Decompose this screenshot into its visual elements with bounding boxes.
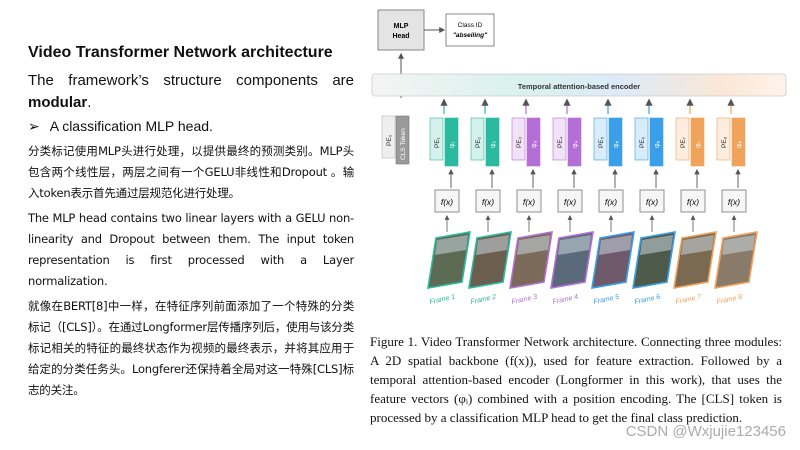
pe-1-label: PE₁ [434, 136, 441, 148]
phi-8-label: φ₈ [736, 140, 743, 148]
phi-6-box [649, 117, 664, 167]
frame-2-label: Frame 2 [470, 294, 497, 306]
pe-6-box [634, 117, 649, 161]
phi-5-box [608, 117, 623, 167]
pe-8-label: PE₈ [721, 136, 728, 148]
fx-2-label: f(x) [482, 197, 494, 207]
phi-1-label: φ₁ [449, 140, 456, 148]
intro-paragraph: The framework’s structure components are… [28, 70, 354, 114]
phi-8-box [731, 117, 746, 167]
arrow-bullet-icon: ➢ [28, 118, 40, 134]
mlp-head-box [377, 9, 425, 51]
class-id-box [445, 13, 495, 47]
intro-text-pre: The framework’s structure components are [28, 72, 354, 89]
pe-7-box [675, 117, 690, 161]
watermark-text: CSDN @Wxjujie123456 [625, 423, 786, 440]
pe-2-box [470, 117, 485, 161]
section-title: Video Transformer Network architecture [28, 44, 333, 61]
pe-8-box [716, 117, 731, 161]
fx-6-label: f(x) [646, 197, 658, 207]
frame-5-sky [599, 235, 632, 255]
mlp-head-label-2: Head [392, 33, 409, 40]
frame-7-label: Frame 7 [675, 293, 703, 305]
bullet-item: ➢ A classification MLP head. [28, 118, 354, 135]
phi-2-box [485, 117, 500, 167]
fx-3-box [516, 189, 542, 213]
frame-8-sky [722, 235, 755, 255]
frame-3-sky [517, 235, 550, 255]
intro-bold-word: modular [28, 94, 88, 111]
pe-7-label: PE₇ [680, 137, 687, 148]
phi-7-box [690, 117, 705, 167]
phi-1-box [444, 117, 459, 167]
pe-4-label: PE₄ [557, 136, 564, 148]
class-id-label-2: "abseiling" [453, 32, 488, 39]
pe-3-box [511, 117, 526, 161]
paragraph-chinese-1: 分类标记使用MLP头进行处理，以提供最终的预测类别。MLP头包含两个线性层，两层… [28, 144, 354, 200]
fx-4-box [557, 189, 583, 213]
fx-3-label: f(x) [523, 197, 535, 207]
phi-5-label: φ₅ [613, 140, 620, 148]
pe-5-box [593, 117, 608, 161]
cls-token-label: CLS Token [400, 128, 407, 160]
cls-pe-label: PE₀ [386, 134, 393, 146]
pe-1-box [429, 117, 444, 161]
phi-3-label: φ₃ [531, 140, 538, 148]
temporal-encoder-label: Temporal attention-based encoder [518, 82, 640, 91]
cls-pe-box [381, 115, 396, 159]
phi-6-label: φ₆ [654, 140, 661, 148]
intro-text-post: . [87, 94, 92, 111]
fx-8-label: f(x) [728, 197, 740, 207]
class-id-label-1: Class ID [458, 22, 483, 29]
fx-4-label: f(x) [564, 197, 576, 207]
temporal-encoder-bar [371, 73, 787, 97]
architecture-figure: MLP Head Class ID "abseiling" Temporal a… [371, 9, 787, 306]
paragraph-english: The MLP head contains two linear layers … [28, 211, 354, 288]
figure-caption: Figure 1. Video Transformer Network arch… [370, 334, 782, 425]
frame-3-label: Frame 3 [511, 294, 538, 306]
paragraph-chinese-2: 就像在BERT[8]中一样，在特征序列前面添加了一个特殊的分类标记（[CLS]）… [28, 299, 354, 397]
token-columns: PE₁ φ₁ f(x) Frame 1 PE₂ φ₂ f(x) Frame 2 PE₃ φ₃ f(x… [427, 98, 758, 306]
fx-5-box [598, 189, 624, 213]
frame-1-sky [435, 235, 468, 255]
fx-5-label: f(x) [605, 197, 617, 207]
fx-6-box [639, 189, 665, 213]
fx-7-label: f(x) [687, 197, 699, 207]
fx-8-box [721, 189, 747, 213]
pe-4-box [552, 117, 567, 161]
pe-3-label: PE₃ [516, 136, 523, 148]
pe-6-label: PE₆ [639, 136, 646, 148]
cls-token-box [395, 115, 410, 165]
frame-1-label: Frame 1 [429, 294, 456, 306]
fx-1-box [434, 189, 460, 213]
frame-4-sky [558, 235, 591, 255]
text-column: Video Transformer Network architecture T… [28, 44, 354, 405]
pe-5-label: PE₅ [598, 136, 605, 148]
fx-7-box [680, 189, 706, 213]
bullet-text: A classification MLP head. [49, 118, 213, 134]
frame-4-label: Frame 4 [552, 294, 579, 306]
phi-4-box [567, 117, 582, 167]
phi-3-box [526, 117, 541, 167]
frame-8-label: Frame 8 [716, 294, 743, 306]
fx-1-label: f(x) [441, 197, 453, 207]
phi-4-label: φ₄ [572, 140, 579, 148]
frame-6-label: Frame 6 [634, 294, 661, 306]
frame-5-label: Frame 5 [593, 294, 620, 306]
frame-2-sky [476, 235, 509, 255]
fx-2-box [475, 189, 501, 213]
phi-2-label: φ₂ [490, 140, 497, 148]
mlp-head-label-1: MLP [394, 23, 409, 30]
frame-7-sky [681, 235, 714, 255]
frame-6-sky [640, 235, 673, 255]
phi-7-label: φ₇ [695, 140, 702, 148]
pe-2-label: PE₂ [475, 136, 482, 148]
